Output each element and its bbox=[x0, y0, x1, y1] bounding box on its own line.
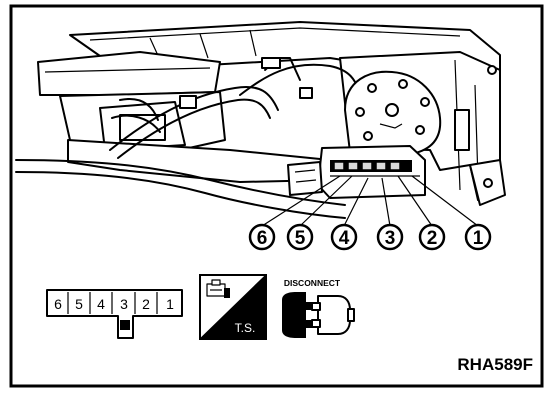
callout-2: 2 bbox=[418, 223, 446, 251]
terminal-callouts: 6 5 4 3 2 1 bbox=[248, 175, 492, 251]
callout-5: 5 bbox=[286, 223, 314, 251]
callout-6-label: 6 bbox=[257, 228, 268, 249]
callout-4-label: 4 bbox=[339, 228, 350, 249]
callout-5-label: 5 bbox=[295, 228, 306, 249]
pin-label: 2 bbox=[142, 296, 150, 312]
connector-icon bbox=[206, 279, 230, 298]
callout-3-label: 3 bbox=[385, 228, 396, 249]
callout-6: 6 bbox=[248, 223, 276, 251]
callout-4: 4 bbox=[330, 223, 358, 251]
ts-symbol: T.S. bbox=[199, 274, 267, 340]
pin-label: 5 bbox=[75, 296, 83, 312]
disconnect-label: DISCONNECT bbox=[284, 278, 341, 288]
ts-label: T.S. bbox=[235, 321, 256, 335]
figure-code: RHA589F bbox=[457, 355, 533, 374]
callout-1-label: 1 bbox=[473, 228, 484, 249]
callout-3: 3 bbox=[376, 223, 404, 251]
pin-label: 6 bbox=[54, 296, 62, 312]
pin-label: 1 bbox=[166, 296, 174, 312]
connector-lock-tab bbox=[120, 320, 130, 330]
pin-label: 3 bbox=[120, 296, 128, 312]
callout-2-label: 2 bbox=[427, 228, 438, 249]
connector-pin-layout: 6 5 4 3 2 1 bbox=[46, 289, 183, 339]
figure-border bbox=[9, 4, 544, 388]
mode-door-motor bbox=[287, 70, 442, 199]
pin-label: 4 bbox=[97, 296, 105, 312]
callout-1: 1 bbox=[464, 223, 492, 251]
disconnect-symbol: DISCONNECT bbox=[282, 278, 355, 338]
